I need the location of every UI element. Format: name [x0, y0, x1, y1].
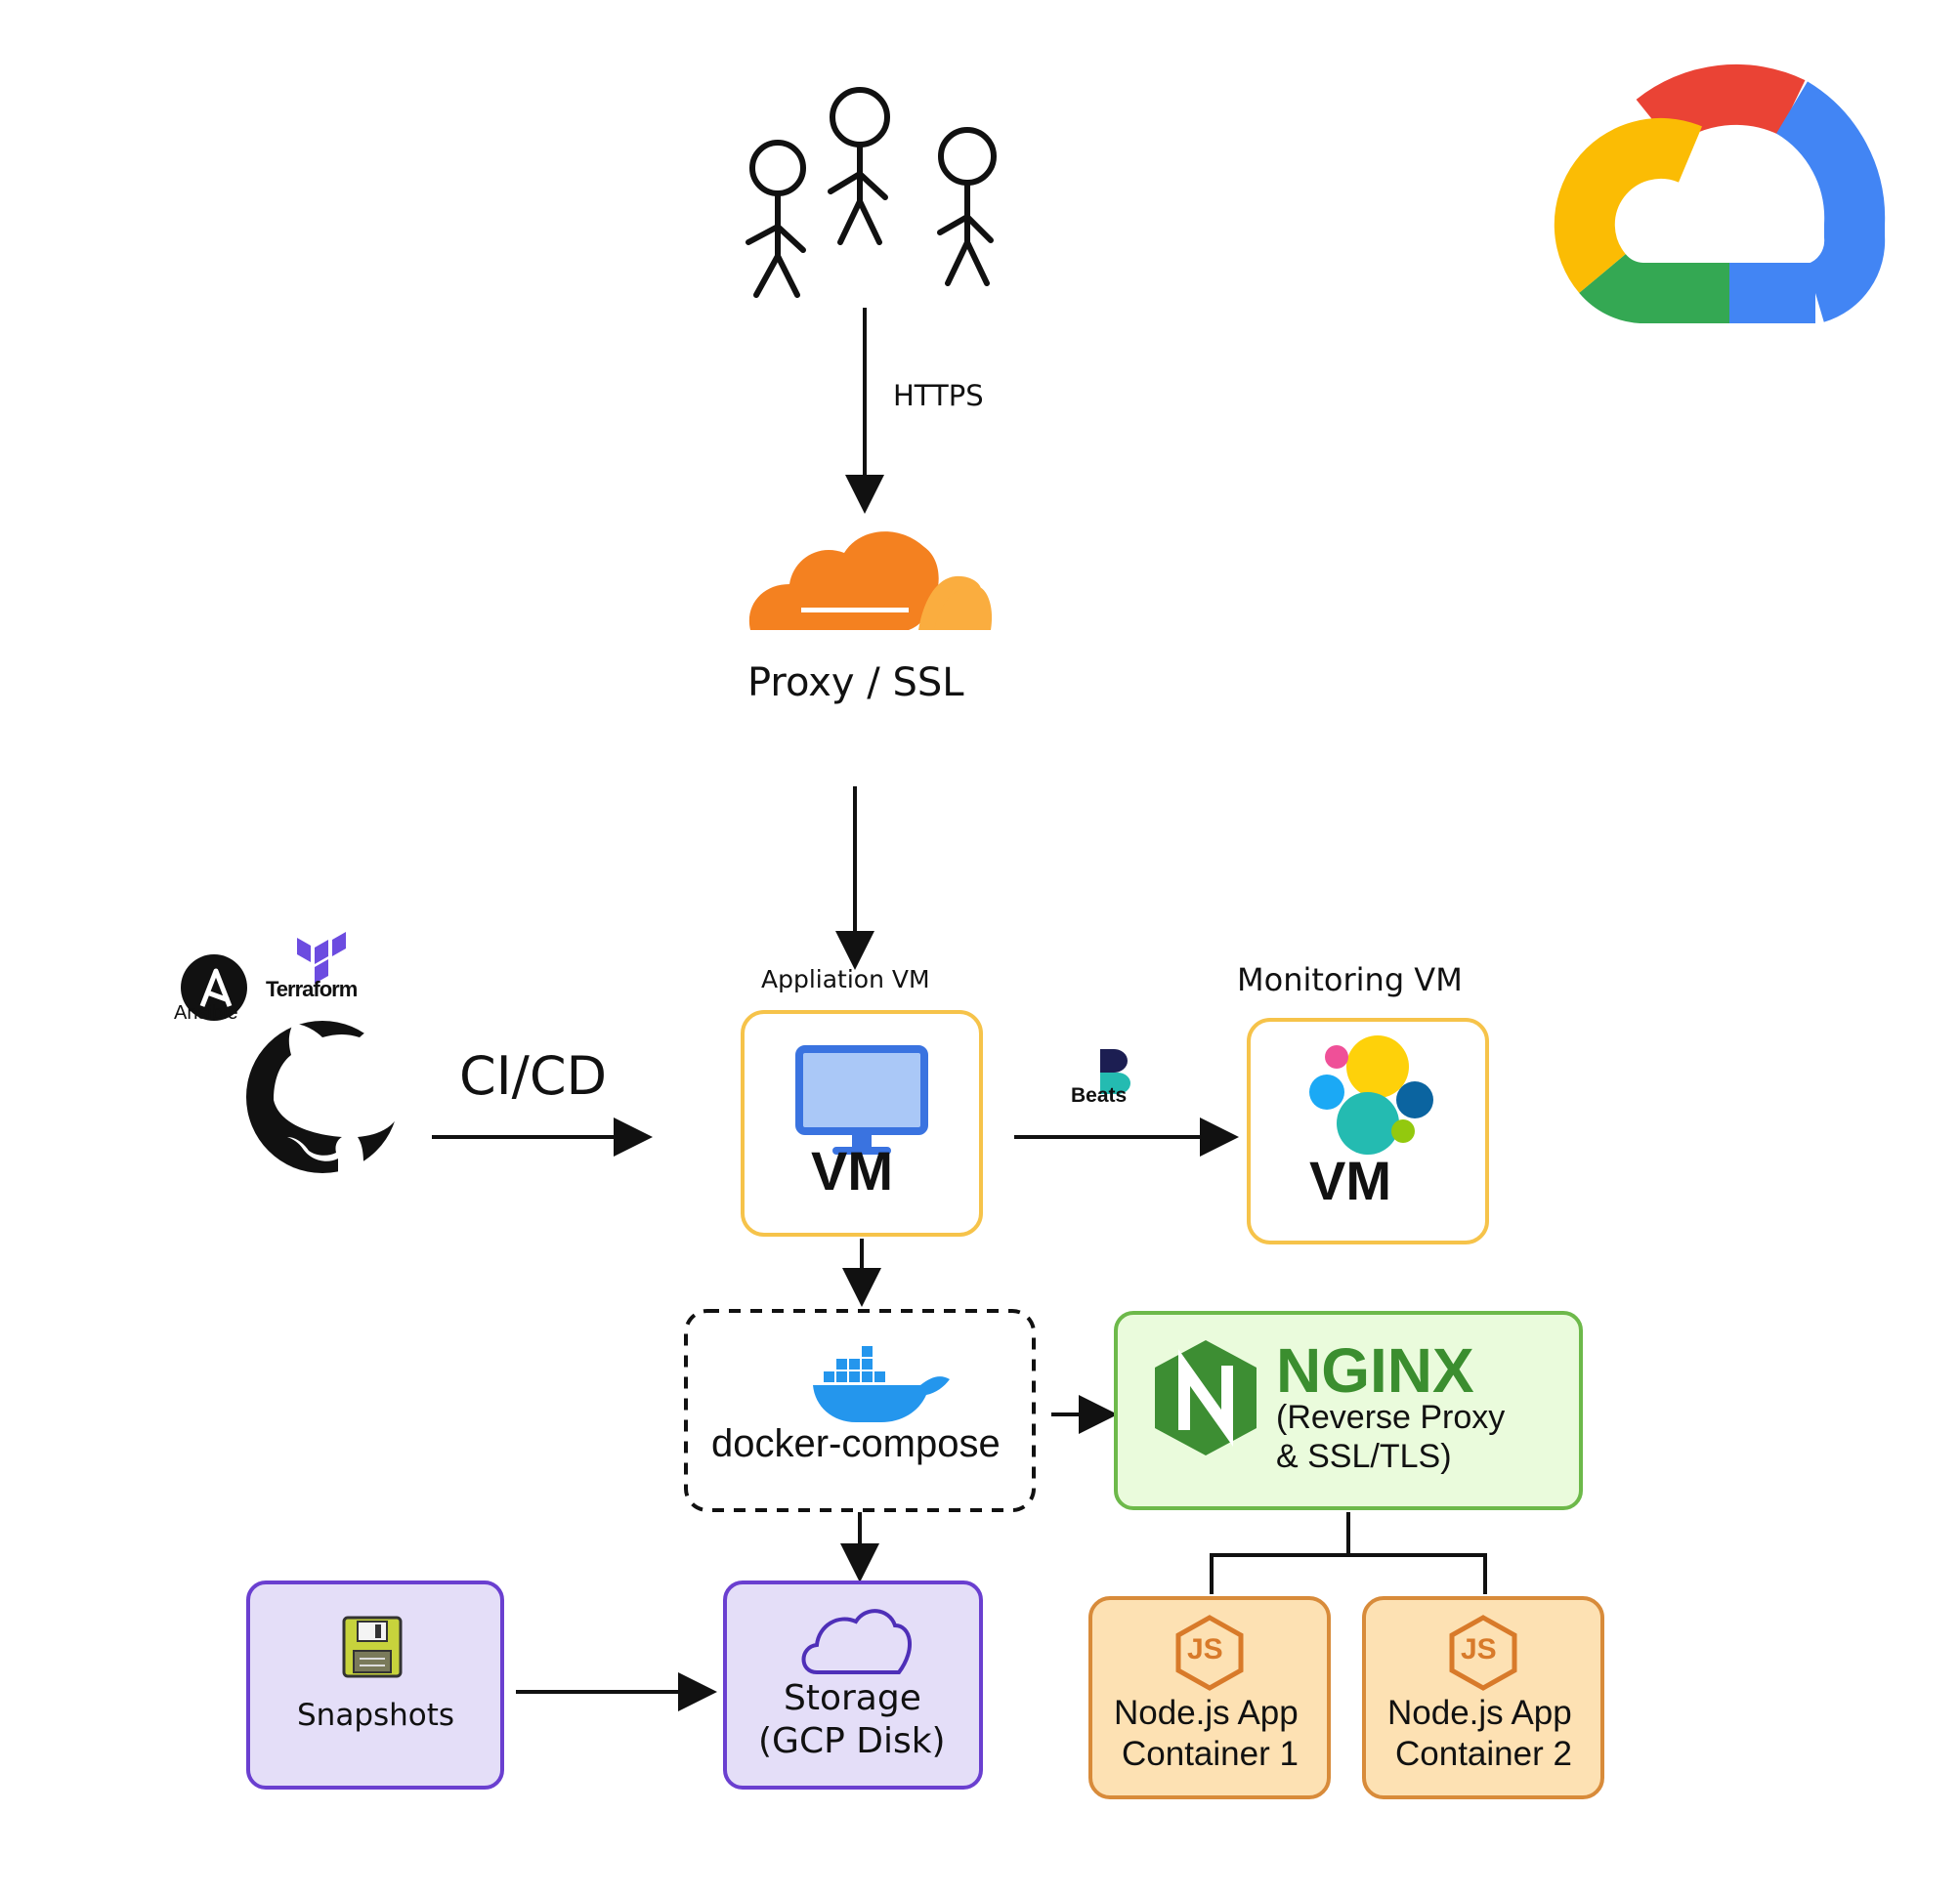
nodejs-container-2-subtitle: Container 2: [1395, 1735, 1572, 1773]
docker-compose-label: docker-compose: [711, 1422, 1001, 1465]
ansible-label: Ansible: [174, 1002, 238, 1024]
nodejs-hexagon-icon: [1175, 1615, 1244, 1691]
nodejs-container-1-subtitle: Container 1: [1122, 1735, 1299, 1773]
proxy-ssl-label: Proxy / SSL: [747, 660, 964, 705]
docker-whale-icon: [813, 1346, 950, 1422]
nodejs-container-2-box[interactable]: [1362, 1596, 1604, 1799]
nginx-subtitle-line2: & SSL/TLS): [1276, 1438, 1452, 1475]
users-icon: [746, 87, 997, 298]
user-figure-left: [746, 140, 806, 298]
nginx-hexagon-icon: [1155, 1340, 1257, 1455]
cloud-outline-icon: [801, 1609, 913, 1674]
monitor-icon: [795, 1045, 928, 1155]
google-cloud-logo: [1554, 63, 1886, 323]
nodejs-container-1-box[interactable]: [1088, 1596, 1331, 1799]
nodejs-container-1-title: Node.js App: [1114, 1694, 1299, 1732]
https-label: HTTPS: [893, 379, 984, 412]
monitoring-vm-title: Monitoring VM: [1237, 961, 1463, 998]
cloudflare-cloud-icon: [748, 531, 993, 630]
beats-logo: [1100, 1049, 1130, 1094]
nodejs-container-2-title: Node.js App: [1387, 1694, 1572, 1732]
elastic-logo: [1309, 1035, 1433, 1155]
floppy-disk-icon: [342, 1616, 403, 1678]
monitoring-vm-text: VM: [1309, 1150, 1391, 1211]
application-vm-title: Appliation VM: [761, 965, 930, 993]
nodejs-js-glyph: JS: [1461, 1633, 1497, 1665]
storage-box[interactable]: [723, 1581, 983, 1790]
nodejs-js-glyph: JS: [1187, 1633, 1223, 1665]
terraform-logo: [297, 932, 346, 984]
nginx-title: NGINX: [1276, 1335, 1474, 1406]
user-figure-middle: [828, 87, 890, 245]
user-figure-right: [937, 127, 997, 286]
nodejs-hexagon-icon: [1449, 1615, 1517, 1691]
nginx-to-nodes-connector: [1210, 1512, 1487, 1594]
terraform-label: Terraform: [266, 977, 358, 1001]
nginx-subtitle-line1: (Reverse Proxy: [1276, 1399, 1506, 1436]
snapshots-label: Snapshots: [297, 1698, 455, 1733]
snapshots-box[interactable]: [246, 1581, 504, 1790]
github-octocat-icon: [246, 1021, 405, 1174]
beats-label: Beats: [1071, 1084, 1128, 1107]
cicd-label: CI/CD: [459, 1045, 608, 1107]
application-vm-text: VM: [811, 1140, 893, 1201]
storage-label: Storage: [784, 1678, 921, 1718]
storage-sublabel: (GCP Disk): [758, 1721, 946, 1761]
ansible-logo: [181, 954, 247, 1021]
